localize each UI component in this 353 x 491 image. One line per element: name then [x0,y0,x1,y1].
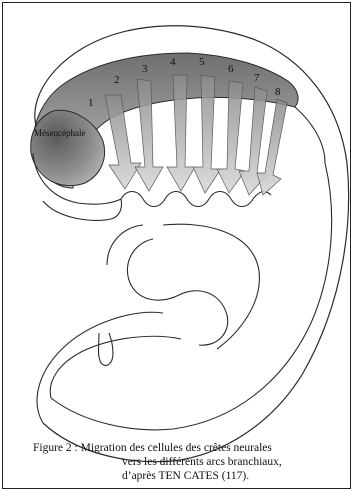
lower-body-inner [50,336,181,398]
mesencephalon-label: Mésencéphale [34,128,85,138]
segment-label: 7 [254,72,260,84]
figure-caption: Figure 2 : Migration des cellules des cr… [33,441,351,483]
segment-label: 4 [170,56,176,68]
lower-body-outer [37,312,163,423]
caption-line-1: Figure 2 : Migration des cellules des cr… [33,441,351,455]
neural-tube [295,107,325,163]
heart-loop-outer [163,224,259,349]
caption-line-3: d’après TEN CATES (117). [33,469,351,483]
embryo-diagram: 1 2 3 4 5 6 7 8 Mésencéphale [3,3,351,489]
segment-label: 8 [275,86,281,98]
segment-label: 2 [114,74,120,86]
yolk-stalk [99,333,114,365]
segment-label: 5 [199,56,205,68]
foregut [107,225,143,265]
heart-loop [127,239,227,345]
segment-label: 6 [228,63,234,75]
caption-line-2: vers les différents arcs branchiaux, [33,455,351,469]
arrow-segment-2 [105,95,141,189]
segment-label: 1 [88,97,94,109]
embryo-inner-outline [51,163,332,430]
segment-label: 3 [142,63,148,75]
